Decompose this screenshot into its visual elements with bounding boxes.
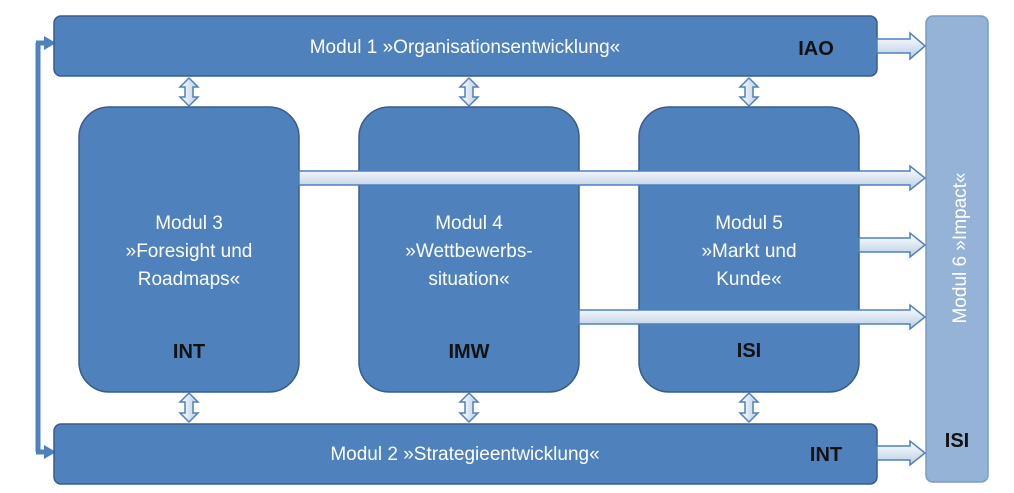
module-3-box: Modul 3 »Foresight und Roadmaps« INT bbox=[78, 106, 300, 393]
module-3-line-1: Modul 3 bbox=[155, 213, 223, 234]
arrow-m1-m4 bbox=[458, 76, 480, 108]
module-3-line-2: »Foresight und bbox=[126, 241, 253, 262]
arrow-m1-m5 bbox=[738, 76, 760, 108]
arrow-m1-m3 bbox=[178, 76, 200, 108]
feedback-loop-arrow bbox=[35, 36, 56, 459]
arrow-m3-to-m6 bbox=[298, 164, 927, 192]
module-5-line-3: Kunde« bbox=[716, 269, 782, 290]
module-4-line-1: Modul 4 bbox=[435, 213, 503, 234]
module-3-org: INT bbox=[173, 341, 205, 363]
module-5-box: Modul 5 »Markt und Kunde« ISI bbox=[638, 106, 860, 393]
arrow-m5-m2 bbox=[738, 391, 760, 424]
module-4-box: Modul 4 »Wettbewerbs- situation« IMW bbox=[358, 106, 580, 393]
module-2-box: Modul 2 »Strategieentwicklung« INT bbox=[53, 423, 878, 485]
module-2-org: INT bbox=[810, 444, 842, 466]
module-4-line-2: »Wettbewerbs- bbox=[405, 241, 532, 262]
module-1-org: IAO bbox=[798, 38, 834, 60]
module-6-label: Modul 6 »Impact« bbox=[950, 172, 971, 323]
arrow-m4-to-m6 bbox=[578, 303, 927, 331]
module-6-box: Modul 6 »Impact« ISI bbox=[925, 15, 989, 483]
arrow-m2-to-m6 bbox=[876, 439, 927, 467]
module-1-box: Modul 1 »Organisationsentwicklung« IAO bbox=[53, 15, 878, 77]
module-3-line-3: Roadmaps« bbox=[138, 269, 240, 290]
arrow-m3-m2 bbox=[178, 391, 200, 424]
module-6-org: ISI bbox=[945, 430, 969, 452]
arrow-m1-to-m6 bbox=[876, 31, 927, 61]
module-1-label: Modul 1 »Organisationsentwicklung« bbox=[310, 37, 621, 58]
module-5-line-2: »Markt und bbox=[701, 241, 796, 262]
module-4-line-3: situation« bbox=[428, 269, 509, 290]
arrow-m5-to-m6 bbox=[858, 231, 927, 259]
module-2-label: Modul 2 »Strategieentwicklung« bbox=[330, 444, 599, 465]
arrow-m4-m2 bbox=[458, 391, 480, 424]
module-4-org: IMW bbox=[448, 341, 489, 363]
module-5-org: ISI bbox=[737, 340, 761, 362]
module-5-line-1: Modul 5 bbox=[715, 213, 783, 234]
